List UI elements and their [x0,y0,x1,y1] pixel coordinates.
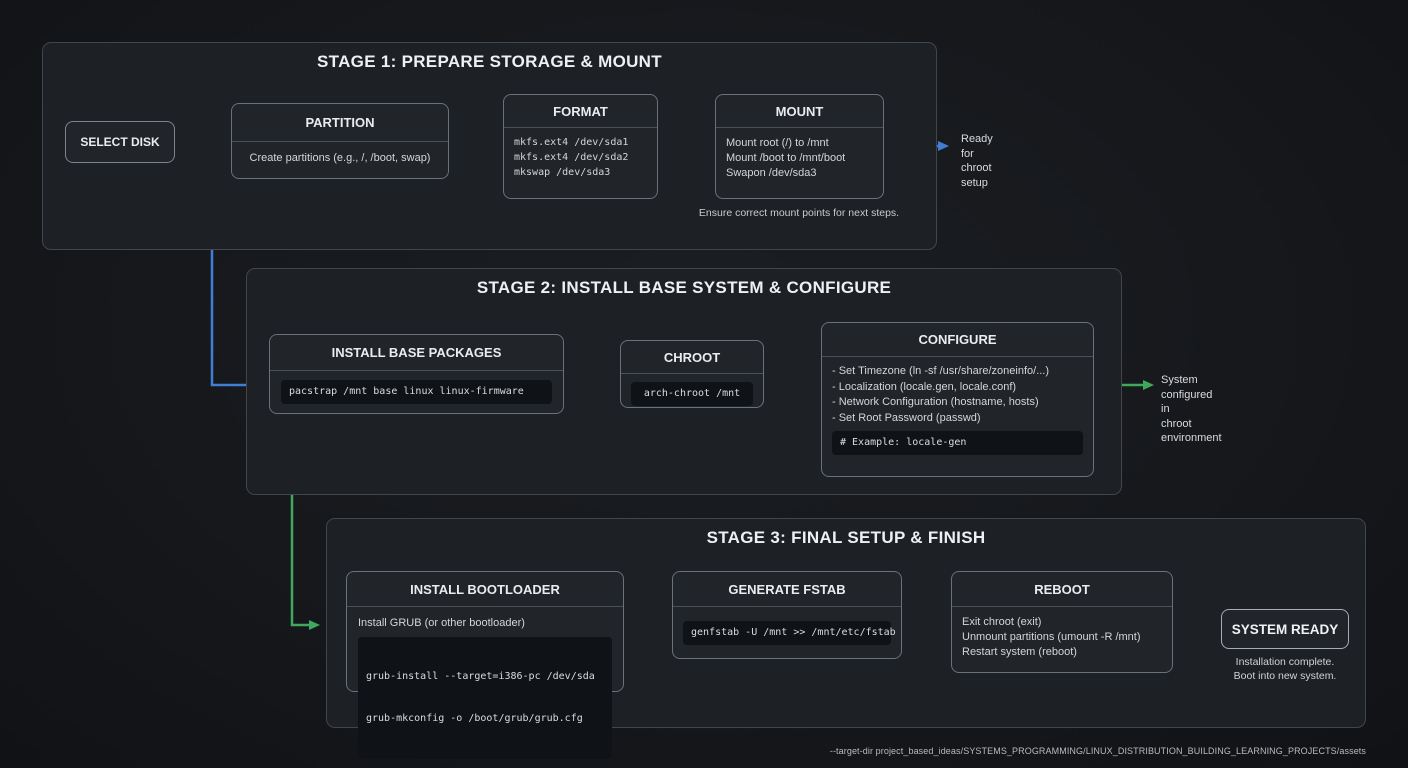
node-generate-fstab: GENERATE FSTAB genfstab -U /mnt >> /mnt/… [672,571,902,659]
mount-title: MOUNT [716,95,883,128]
node-install-bootloader: INSTALL BOOTLOADER Install GRUB (or othe… [346,571,624,759]
chroot-command: arch-chroot /mnt [631,382,753,406]
node-reboot: REBOOT Exit chroot (exit) Unmount partit… [951,571,1173,673]
system-ready-label: SYSTEM READY [1231,621,1339,637]
node-partition: PARTITION Create partitions (e.g., /, /b… [231,103,449,179]
bootloader-command-line: grub-mkconfig -o /boot/grub/grub.cfg [366,713,583,724]
stage3-title: STAGE 3: FINAL SETUP & FINISH [706,528,986,547]
install-base-command: pacstrap /mnt base linux linux-firmware [281,380,552,404]
stage1-outcome-line: Ready for [961,133,993,160]
node-chroot: CHROOT arch-chroot /mnt [620,340,764,408]
stage1-outcome-line: chroot setup [961,162,992,189]
system-ready-caption-line: Installation complete. [1235,656,1335,668]
stage3-container: STAGE 3: FINAL SETUP & FINISH INSTALL BO… [326,518,1366,759]
footer-target-dir-path: --target-dir project_based_ideas/SYSTEMS… [829,746,1366,756]
install-base-title: INSTALL BASE PACKAGES [270,335,563,371]
reboot-step-line: Exit chroot (exit) [962,616,1042,628]
format-title: FORMAT [504,95,657,128]
stage2-title: STAGE 2: INSTALL BASE SYSTEM & CONFIGURE [476,278,892,297]
configure-item: - Network Configuration (hostname, hosts… [832,396,1039,408]
bootloader-commands: grub-install --target=i386-pc /dev/sda g… [358,637,612,759]
select-disk-label: SELECT DISK [80,135,160,149]
node-mount: MOUNT Mount root (/) to /mnt Mount /boot… [715,94,884,199]
stage1-outcome-label: Ready for chroot setup [961,132,993,190]
reboot-title: REBOOT [952,572,1172,607]
mount-step-line: Mount root (/) to /mnt [726,137,829,149]
bootloader-command-line: grub-install --target=i386-pc /dev/sda [366,671,595,682]
stage2-outcome-label: System configured in chroot environment [1161,373,1222,446]
configure-items: - Set Timezone (ln -sf /usr/share/zonein… [822,357,1093,426]
stage2-container: STAGE 2: INSTALL BASE SYSTEM & CONFIGURE… [246,268,1222,495]
configure-item: - Localization (locale.gen, locale.conf) [832,380,1017,393]
mount-step-line: Mount /boot to /mnt/boot [726,152,846,164]
fstab-command: genfstab -U /mnt >> /mnt/etc/fstab [683,621,896,645]
configure-example-command: # Example: locale-gen [832,431,1083,455]
partition-description: Create partitions (e.g., /, /boot, swap) [249,152,431,164]
mount-note: Ensure correct mount points for next ste… [698,207,900,219]
reboot-steps: Exit chroot (exit) Unmount partitions (u… [952,607,1172,666]
node-format: FORMAT mkfs.ext4 /dev/sda1 mkfs.ext4 /de… [503,94,658,199]
stage2-outcome-line: chroot environment [1161,417,1222,445]
node-configure: CONFIGURE - Set Timezone (ln -sf /usr/sh… [821,322,1094,477]
mount-steps: Mount root (/) to /mnt Mount /boot to /m… [716,128,883,187]
node-select-disk: SELECT DISK [65,121,175,163]
bootloader-description: Install GRUB (or other bootloader) [358,617,525,629]
system-ready-caption: Installation complete. Boot into new sys… [1185,655,1385,683]
partition-title: PARTITION [232,104,448,142]
format-command-line: mkfs.ext4 /dev/sda2 [514,152,629,163]
node-system-ready: SYSTEM READY [1221,609,1349,649]
stage1-container: STAGE 1: PREPARE STORAGE & MOUNT SELECT … [42,42,993,250]
stage1-title: STAGE 1: PREPARE STORAGE & MOUNT [317,52,662,71]
format-command-line: mkfs.ext4 /dev/sda1 [514,137,629,148]
mount-step-line: Swapon /dev/sda3 [726,167,817,179]
chroot-title: CHROOT [621,341,763,374]
configure-title: CONFIGURE [822,323,1093,357]
stage2-outcome-line: System configured in [1161,374,1213,415]
connector-stage2-to-stage3 [290,493,320,630]
configure-item: - Set Timezone (ln -sf /usr/share/zonein… [832,365,1050,377]
format-command-line: mkswap /dev/sda3 [514,167,611,178]
node-install-base-packages: INSTALL BASE PACKAGES pacstrap /mnt base… [269,334,564,414]
reboot-step-line: Unmount partitions (umount -R /mnt) [962,631,1141,643]
configure-item: - Set Root Password (passwd) [832,411,981,424]
reboot-step-line: Restart system (reboot) [962,646,1077,658]
bootloader-title: INSTALL BOOTLOADER [347,572,623,607]
fstab-title: GENERATE FSTAB [673,572,901,607]
system-ready-caption-line: Boot into new system. [1233,670,1337,682]
format-commands: mkfs.ext4 /dev/sda1 mkfs.ext4 /dev/sda2 … [504,128,657,187]
